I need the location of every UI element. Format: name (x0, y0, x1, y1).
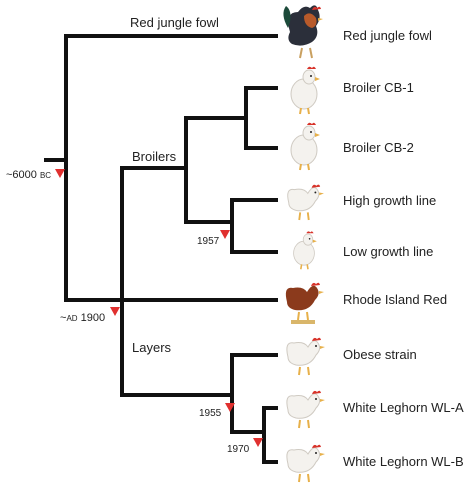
divergence-label-1955: 1955 (199, 408, 222, 419)
white-hen-icon-obese (287, 338, 325, 375)
divergence-label-root: ~6000 BC (6, 169, 51, 181)
clade-label-broilers: Broilers (132, 149, 177, 164)
marker-1970-icon (253, 438, 263, 447)
divergence-label-1970: 1970 (227, 444, 250, 455)
tree-branches (46, 36, 276, 462)
marker-1957-icon (220, 230, 230, 239)
white-hen-icon-wla (287, 391, 325, 428)
taxon-label-high-growth: High growth line (343, 193, 436, 208)
taxon-label-broiler-cb1: Broiler CB-1 (343, 80, 414, 95)
taxon-label-rhode-island-red: Rhode Island Red (343, 292, 447, 307)
white-chicken-icon-low-growth (294, 231, 317, 269)
white-chicken-icon-cb2 (291, 123, 320, 170)
marker-root-icon (55, 169, 65, 178)
rooster-icon (283, 5, 323, 58)
divergence-label-1957: 1957 (197, 236, 220, 247)
taxon-label-broiler-cb2: Broiler CB-2 (343, 140, 414, 155)
taxon-label-white-leghorn-wla: White Leghorn WL-A (343, 400, 464, 415)
clade-label-layers: Layers (132, 340, 172, 355)
white-chicken-icon-high-growth (288, 185, 324, 220)
taxon-label-obese-strain: Obese strain (343, 347, 417, 362)
taxon-label-low-growth: Low growth line (343, 244, 433, 259)
clade-label-red-jungle-fowl: Red jungle fowl (130, 15, 219, 30)
taxon-label-white-leghorn-wlb: White Leghorn WL-B (343, 454, 464, 469)
white-chicken-icon-cb1 (291, 67, 320, 114)
white-hen-icon-wlb (287, 445, 325, 482)
marker-1900-icon (110, 307, 120, 316)
taxon-label-red-jungle-fowl: Red jungle fowl (343, 28, 432, 43)
brown-hen-icon (286, 283, 324, 324)
divergence-label-1900: ~AD 1900 (60, 312, 105, 324)
